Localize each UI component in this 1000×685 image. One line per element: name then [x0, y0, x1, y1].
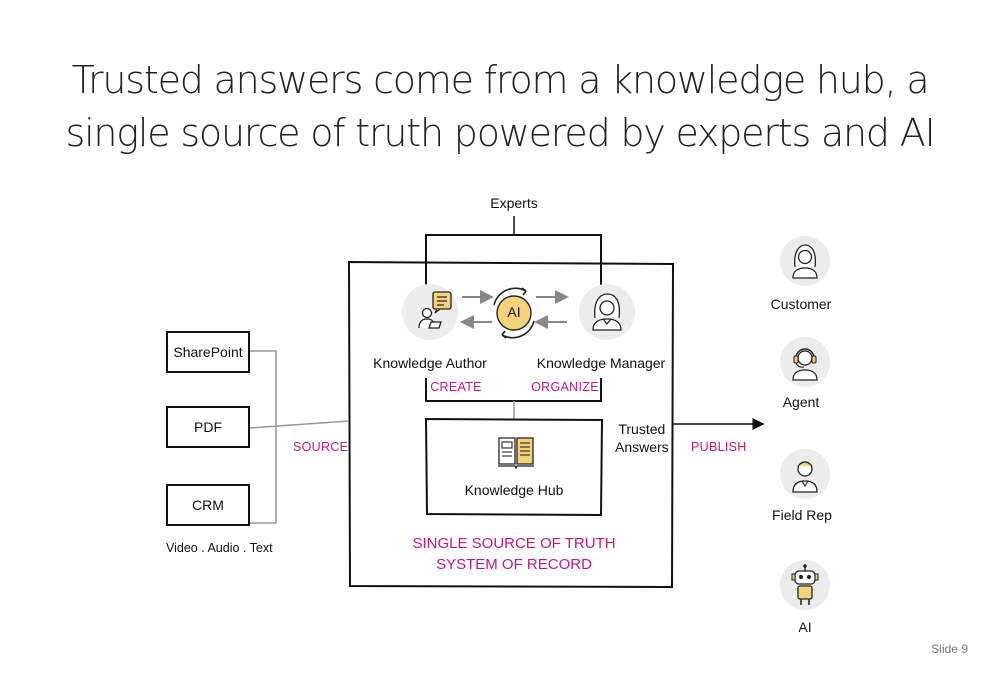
- headset-agent-icon: [792, 348, 818, 381]
- knowledge-manager-avatar: [579, 284, 635, 340]
- ai-avatar: [780, 560, 830, 610]
- ai-core: AI: [486, 285, 542, 341]
- agent-label: Agent: [782, 394, 820, 410]
- open-book-icon: [496, 430, 536, 470]
- woman-avatar-icon: [792, 244, 818, 279]
- source-crm: CRM: [166, 484, 250, 526]
- slide-number: Slide 9: [931, 642, 968, 656]
- title-line-2: single source of truth powered by expert…: [65, 111, 935, 155]
- knowledge-author-label: Knowledge Author: [373, 355, 487, 371]
- source-pdf: PDF: [166, 406, 250, 448]
- ai-cycle-icon: [493, 287, 535, 339]
- robot-icon: [791, 564, 819, 605]
- knowledge-manager-label: Knowledge Manager: [536, 355, 666, 371]
- person-avatar-icon: [792, 461, 818, 493]
- experts-label: Experts: [490, 195, 538, 211]
- agent-avatar: [780, 337, 830, 387]
- experts-bracket: [425, 234, 602, 287]
- person-laptop-icon: [418, 291, 452, 329]
- source-flow-label: SOURCE: [293, 440, 349, 454]
- woman-avatar-icon: [592, 293, 622, 331]
- title-line-1: Trusted answers come from a knowledge hu…: [71, 58, 930, 102]
- trusted-answers-label: Trusted Answers: [615, 421, 669, 455]
- customer-avatar: [780, 236, 830, 286]
- source-connector: [249, 350, 350, 524]
- create-label: CREATE: [430, 380, 482, 394]
- customer-label: Customer: [770, 296, 832, 312]
- field-rep-label: Field Rep: [772, 507, 832, 523]
- ai-label: AI: [507, 304, 521, 320]
- single-source-of-truth-label: SINGLE SOURCE OF TRUTH SYSTEM OF RECORD: [412, 535, 616, 573]
- knowledge-hub-box: [424, 417, 604, 517]
- knowledge-hub-label: Knowledge Hub: [464, 482, 564, 498]
- system-of-record-box: [347, 260, 675, 589]
- source-sharepoint: SharePoint: [166, 331, 250, 373]
- publish-label: PUBLISH: [691, 440, 747, 454]
- ai-audience-label: AI: [798, 619, 812, 635]
- organize-label: ORGANIZE: [531, 380, 599, 394]
- field-rep-avatar: [780, 449, 830, 499]
- knowledge-author-avatar: [402, 284, 458, 340]
- source-caption: Video . Audio . Text: [166, 541, 273, 555]
